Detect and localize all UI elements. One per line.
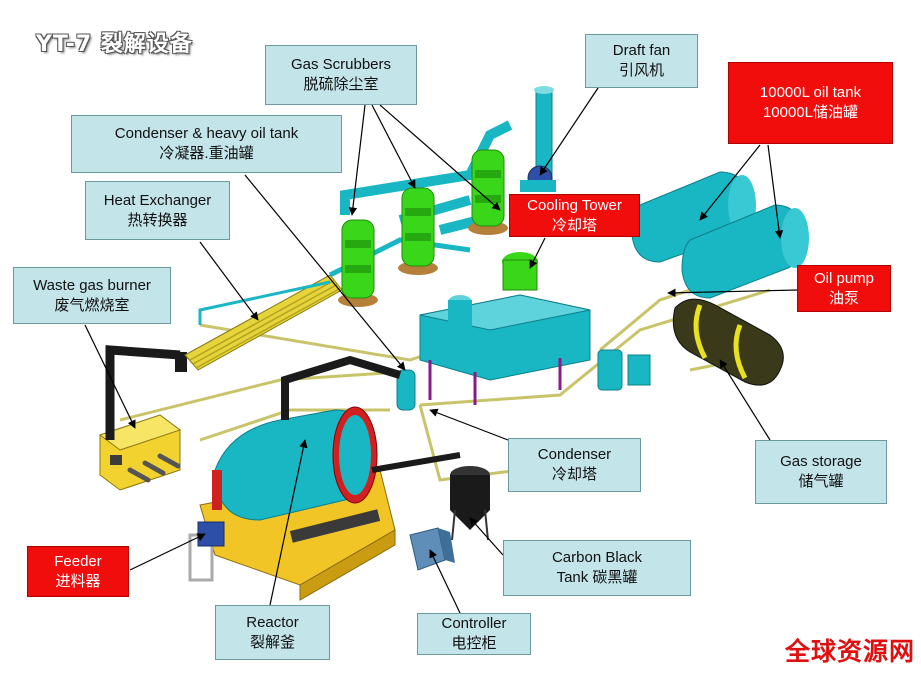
label-reactor-cn: 裂解釜 <box>249 633 295 651</box>
gas-scrubber-2 <box>398 187 438 275</box>
label-heat-exchanger-en: Heat Exchanger <box>103 191 212 209</box>
label-oil-tank-cn: 10000L储油罐 <box>762 104 859 121</box>
label-condenser-heavy-oil-cn: 冷凝器.重油罐 <box>159 145 254 162</box>
label-condenser: Condenser 冷却塔 <box>508 438 641 492</box>
label-carbon-black-cn: Tank 碳黑罐 <box>556 569 638 586</box>
gas-storage-tank <box>672 298 784 386</box>
label-oil-tank-en: 10000L oil tank <box>759 84 862 101</box>
gas-scrubber-3 <box>468 149 508 235</box>
label-cooling-tower: Cooling Tower 冷却塔 <box>509 194 640 237</box>
gas-scrubber-1 <box>338 219 378 307</box>
waste-gas-burner-unit <box>98 345 187 491</box>
controller-cabinet <box>409 527 455 571</box>
diagram-title: YT-7 裂解设备 <box>36 32 193 57</box>
label-gas-storage-en: Gas storage <box>780 453 862 470</box>
label-gas-scrubbers-en: Gas Scrubbers <box>290 56 392 73</box>
label-condenser-en: Condenser <box>537 446 612 463</box>
draft-fan-unit <box>520 86 556 192</box>
label-reactor: Reactor 裂解釜 <box>215 605 330 660</box>
label-carbon-black-en: Carbon Black <box>551 549 643 566</box>
label-condenser-heavy-oil: Condenser & heavy oil tank 冷凝器.重油罐 <box>71 115 342 173</box>
label-gas-storage-cn: 储气罐 <box>798 473 844 490</box>
label-waste-gas-burner: Waste gas burner 废气燃烧室 <box>13 267 171 324</box>
label-heat-exchanger-cn: 热转换器 <box>127 211 188 229</box>
label-reactor-en: Reactor <box>246 613 299 631</box>
label-cooling-tower-en: Cooling Tower <box>527 196 622 214</box>
label-draft-fan: Draft fan 引风机 <box>585 34 698 88</box>
label-heat-exchanger: Heat Exchanger 热转换器 <box>85 181 230 240</box>
cooling-tower-unit <box>419 252 591 405</box>
label-gas-storage: Gas storage 储气罐 <box>755 440 887 504</box>
label-feeder-en: Feeder <box>54 552 102 570</box>
label-draft-fan-en: Draft fan <box>612 42 671 59</box>
label-draft-fan-cn: 引风机 <box>618 62 664 79</box>
label-oil-tank: 10000L oil tank 10000L储油罐 <box>728 62 893 144</box>
label-controller-cn: 电控柜 <box>451 635 497 652</box>
label-feeder: Feeder 进料器 <box>27 546 129 597</box>
label-controller-en: Controller <box>441 615 507 632</box>
condenser-vessels <box>396 349 651 411</box>
label-waste-gas-burner-en: Waste gas burner <box>33 276 151 294</box>
label-gas-scrubbers-cn: 脱硫除尘室 <box>303 76 379 93</box>
oil-tank-2 <box>681 204 809 299</box>
leader-arrows <box>84 84 798 614</box>
label-oil-pump-cn: 油泵 <box>828 289 859 307</box>
label-carbon-black-tank: Carbon Black Tank 碳黑罐 <box>503 540 691 596</box>
reactor-drum <box>212 355 461 521</box>
label-cooling-tower-cn: 冷却塔 <box>551 216 597 234</box>
label-feeder-cn: 进料器 <box>55 572 101 590</box>
label-condenser-heavy-oil-en: Condenser & heavy oil tank <box>114 125 299 142</box>
label-controller: Controller 电控柜 <box>417 613 531 655</box>
label-condenser-cn: 冷却塔 <box>551 466 597 483</box>
carbon-black-tank <box>450 466 490 541</box>
label-oil-pump: Oil pump 油泵 <box>797 265 891 312</box>
label-oil-pump-en: Oil pump <box>813 269 875 287</box>
label-gas-scrubbers: Gas Scrubbers 脱硫除尘室 <box>265 45 417 105</box>
label-waste-gas-burner-cn: 废气燃烧室 <box>54 296 130 314</box>
site-watermark: 全球资源网 <box>784 637 915 666</box>
